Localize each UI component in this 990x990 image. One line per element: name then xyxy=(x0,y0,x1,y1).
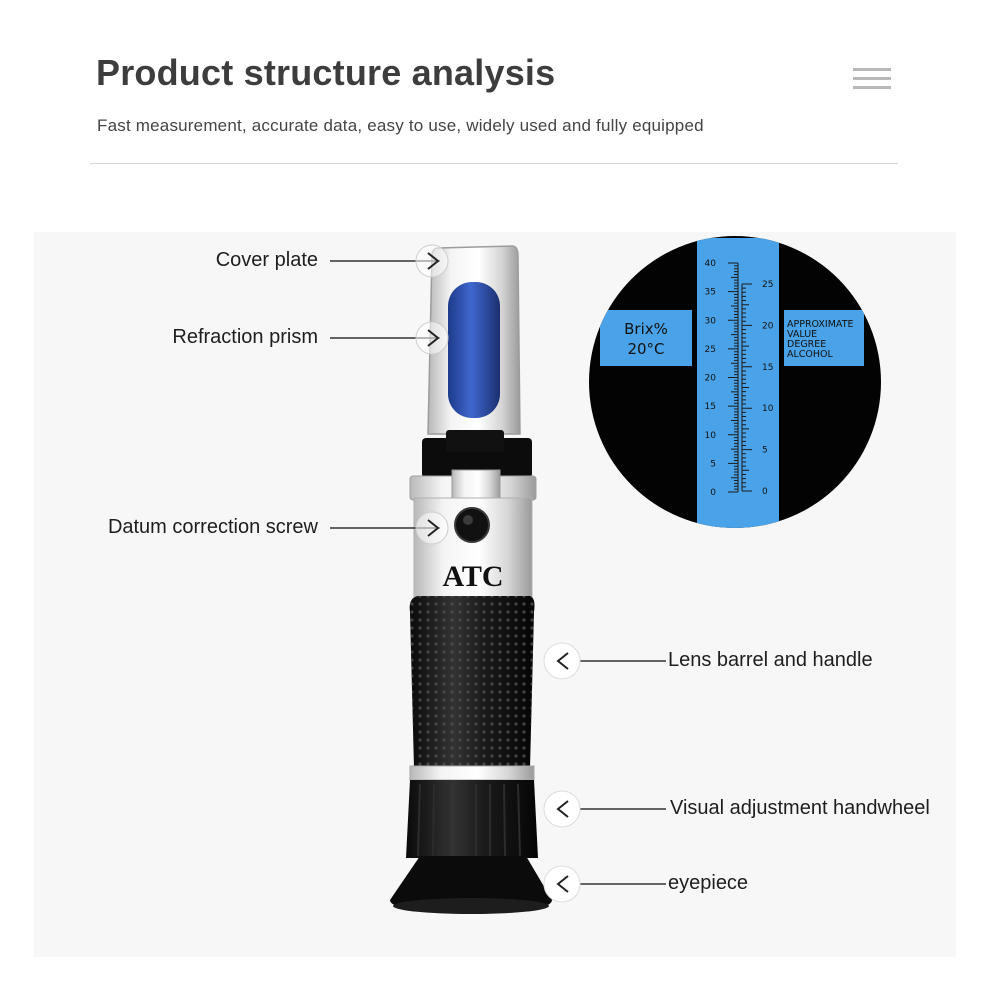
left-tick-label: 0 xyxy=(710,488,716,498)
datum-correction-screw xyxy=(454,507,490,543)
right-tick-label: 15 xyxy=(762,363,773,373)
alcohol-label-line: DEGREE xyxy=(787,339,826,350)
arrow-right-icon xyxy=(415,244,449,278)
visual-adjustment-handwheel xyxy=(406,780,538,858)
left-tick-label: 15 xyxy=(705,402,716,412)
arrow-left-icon xyxy=(543,790,581,828)
left-tick-label: 10 xyxy=(705,431,717,441)
label-eyepiece: eyepiece xyxy=(668,872,749,894)
arrow-left-icon xyxy=(543,865,581,903)
right-tick-label: 0 xyxy=(762,487,768,497)
left-tick-label: 25 xyxy=(705,345,716,355)
hamburger-menu-icon[interactable] xyxy=(853,66,893,92)
brix-box xyxy=(600,310,692,366)
cover-plate xyxy=(427,245,521,435)
arrow-left-icon xyxy=(543,642,581,680)
right-tick-label: 5 xyxy=(762,446,768,456)
left-tick-label: 30 xyxy=(705,316,717,326)
page-title: Product structure analysis xyxy=(96,52,556,93)
label-datum-correction-screw: Datum correction screw xyxy=(107,516,318,538)
right-tick-label: 25 xyxy=(762,280,773,290)
header-divider xyxy=(90,163,898,164)
page-subtitle: Fast measurement, accurate data, easy to… xyxy=(97,116,704,135)
left-tick-label: 35 xyxy=(705,288,716,298)
scale-viewer: 40 35 30 25 20 15 10 5 0 25 20 15 10 5 0 Brix% 20°C A… xyxy=(589,236,881,528)
brix-temperature: 20°C xyxy=(627,340,664,358)
right-scale-ticks: 25 20 15 10 5 0 xyxy=(762,280,774,497)
eyepiece xyxy=(390,856,552,914)
label-refraction-prism: Refraction prism xyxy=(172,326,318,348)
alcohol-label-line: VALUE xyxy=(787,329,817,340)
brix-label: Brix% xyxy=(624,320,668,338)
alcohol-label-line: APPROXIMATE xyxy=(787,319,854,330)
right-tick-label: 20 xyxy=(762,321,774,331)
left-tick-label: 40 xyxy=(705,259,717,269)
label-lens-barrel-handle: Lens barrel and handle xyxy=(668,649,873,671)
alcohol-box xyxy=(784,310,864,366)
atc-label: ATC xyxy=(442,560,503,593)
arrow-right-icon xyxy=(415,511,449,545)
callout-markers xyxy=(415,244,581,903)
label-visual-adjustment-handwheel: Visual adjustment handwheel xyxy=(670,797,930,819)
lens-barrel-handle xyxy=(409,596,535,781)
right-tick-label: 10 xyxy=(762,404,774,414)
left-scale-ticks: 40 35 30 25 20 15 10 5 0 xyxy=(705,259,717,498)
alcohol-label-line: ALCOHOL xyxy=(787,349,834,360)
hinge-block xyxy=(409,430,537,501)
label-cover-plate: Cover plate xyxy=(215,249,318,271)
left-tick-label: 5 xyxy=(710,459,716,469)
refraction-prism xyxy=(448,282,500,418)
left-tick-label: 20 xyxy=(705,374,717,384)
arrow-right-icon xyxy=(415,321,449,355)
